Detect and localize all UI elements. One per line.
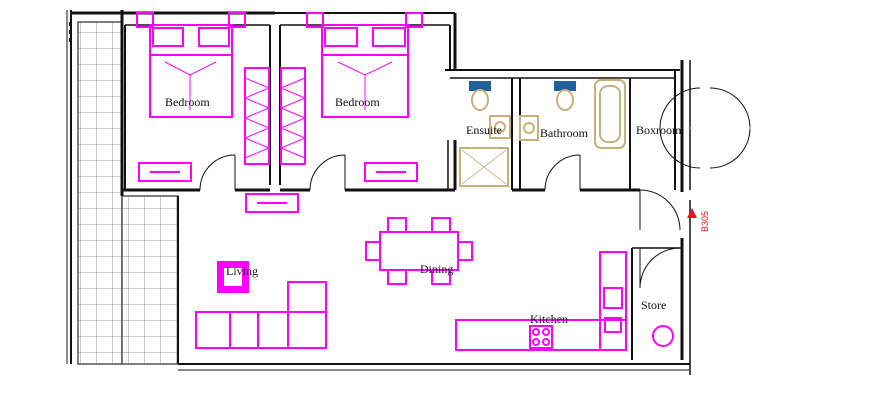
wardrobes [138,67,418,213]
dining-set [365,217,473,285]
unit-tag: B305 [700,211,710,232]
entrance-marker-icon [687,208,697,218]
room-label-living: Living [226,264,258,278]
sanitary-fixtures [459,79,626,187]
bed-2 [306,12,423,118]
living-furniture [195,261,327,349]
room-label-ensuite: Ensuite [466,123,502,137]
boiler-icon [652,325,674,347]
kitchen-units [455,251,627,351]
bed-1 [136,12,246,118]
room-label-bathroom: Bathroom [540,126,589,140]
balcony [66,10,179,365]
room-label-bedroom-2: Bedroom [335,95,380,109]
room-label-boxroom: Boxroom [636,123,682,137]
room-label-bedroom-1: Bedroom [165,95,210,109]
room-label-kitchen: Kitchen [530,312,568,326]
door-swings [199,87,870,289]
room-label-dining: Dining [420,262,453,276]
room-label-store: Store [641,298,666,312]
